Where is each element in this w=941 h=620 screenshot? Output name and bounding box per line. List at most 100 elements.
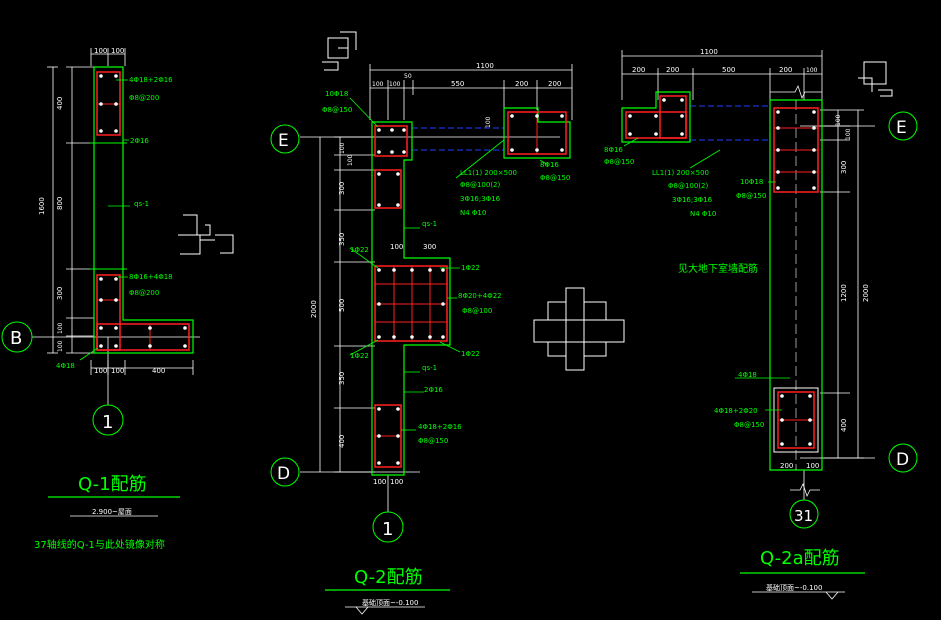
q2a-note: 见大地下室墙配筋 bbox=[678, 262, 758, 275]
q2a-axis-31-label: 31 bbox=[794, 507, 813, 525]
q2a-rebar-dots bbox=[628, 98, 816, 446]
center-plan-symbol-icon bbox=[533, 287, 625, 371]
q2-left-bar2: 1Φ22 bbox=[350, 352, 369, 360]
q1-title: Q-1配筋 bbox=[78, 474, 147, 495]
q2-elev-marker-icon bbox=[355, 606, 369, 615]
q2-dim-left-2: 100 bbox=[347, 154, 354, 166]
q1-dim-bottom-1: 100 bbox=[94, 367, 107, 375]
q2a-dim-bottom-2: 100 bbox=[806, 462, 819, 470]
q1-lower-stirrup: Φ8@200 bbox=[129, 289, 159, 297]
q2-dim-left-6: 350 bbox=[338, 372, 346, 385]
q2-right-stirrup: Φ8@150 bbox=[540, 174, 570, 182]
q1-dim-left-1: 400 bbox=[56, 97, 64, 110]
q2-mid-ties bbox=[375, 266, 447, 341]
q2a-dim-right-4: 1200 bbox=[840, 284, 848, 302]
q2-dim-top-2: 100 bbox=[389, 81, 401, 88]
q2a-wall-outline bbox=[769, 99, 823, 471]
q2-side-bar: 2Φ16 bbox=[424, 386, 443, 394]
q2-axis-e-bubble bbox=[270, 124, 300, 154]
q2a-beam-bars: 3Φ16;3Φ16 bbox=[672, 196, 713, 204]
q1-dim-top-2: 100 bbox=[111, 47, 124, 55]
q2-dim-left-7: 400 bbox=[338, 435, 346, 448]
q1-dim-left-4: 100 bbox=[57, 322, 64, 334]
q2-right-bar: 8Φ16 bbox=[540, 161, 559, 169]
q2-right-end-outline bbox=[503, 107, 571, 159]
q2a-dim-right-2: 100 bbox=[845, 128, 852, 140]
q2-axis-e-label: E bbox=[278, 131, 289, 151]
q1-elevation: 2.900~屋面 bbox=[92, 508, 132, 516]
q2-left-bar: 1Φ22 bbox=[350, 246, 369, 254]
q2-texts: 100 100 50 550 200 200 1100 10Φ18 Φ8@150… bbox=[277, 62, 570, 607]
q2a-axis-d-bubble bbox=[888, 443, 918, 473]
q2a-break-top-icon bbox=[770, 84, 822, 100]
q2a-beam-n: N4 Φ10 bbox=[690, 210, 716, 218]
q2a-bot-bar: 4Φ18 bbox=[738, 371, 757, 379]
q2-elevation: 基础顶面~-0.100 bbox=[362, 598, 418, 607]
q2a-dim-top-2: 200 bbox=[666, 66, 679, 74]
q1-top-stirrup: Φ8@200 bbox=[129, 94, 159, 102]
q2-left-stirrup: 10Φ18 bbox=[325, 90, 348, 98]
q2-wall-tag: qs-1 bbox=[422, 220, 437, 228]
q2-top-stirrup bbox=[374, 125, 408, 157]
q2-beam-bars: 3Φ16;3Φ16 bbox=[460, 195, 501, 203]
q2-wall-tag2: qs-1 bbox=[422, 364, 437, 372]
q2a-axis-d-label: D bbox=[896, 450, 909, 470]
q2a-dim-right-1: 100 bbox=[835, 114, 842, 126]
q2-beam-stirrup: Φ8@100(2) bbox=[460, 181, 501, 189]
q2-dim-left-5: 500 bbox=[338, 299, 346, 312]
q2-dim-total: 1100 bbox=[476, 62, 494, 70]
q2-title: Q-2配筋 bbox=[354, 567, 423, 588]
q2-mid-rebar: 8Φ20+4Φ22 bbox=[458, 292, 502, 300]
q2a-left-stirrup2 bbox=[659, 95, 687, 139]
q1-dim-left-2: 800 bbox=[56, 197, 64, 210]
q2a-right-stirrup: Φ8@150 bbox=[736, 192, 766, 200]
q2a-left-end-outline bbox=[621, 91, 691, 143]
q2-section-symbol-icon bbox=[322, 31, 357, 71]
q1-dim-top-1: 100 bbox=[94, 47, 107, 55]
q2a-dim-right-3: 300 bbox=[840, 161, 848, 174]
q2a-dim-right-5: 400 bbox=[840, 419, 848, 432]
q2-low-rebar: 4Φ18+2Φ16 bbox=[418, 423, 462, 431]
q1-dim-bottom-2: 100 bbox=[111, 367, 124, 375]
q1-dim-left-3: 300 bbox=[56, 287, 64, 300]
q1-dim-total: 1600 bbox=[38, 197, 46, 215]
q2-dim-left-1: 100 bbox=[339, 142, 346, 154]
q2-rebar-dots bbox=[377, 114, 564, 465]
q2-axis-d-bubble bbox=[270, 457, 300, 487]
q2-axis-1-label: 1 bbox=[382, 519, 393, 540]
q2-dim-top-4: 550 bbox=[451, 80, 464, 88]
q1-side-bar: 2Φ16 bbox=[130, 137, 149, 145]
q1-leaders bbox=[79, 79, 130, 361]
q2-mid-stirrup: Φ8@100 bbox=[462, 307, 492, 315]
q2-axis-1-bubble bbox=[372, 511, 404, 543]
q2-bot-bar: 1Φ22 bbox=[461, 350, 480, 358]
q2-left-stirrup2: Φ8@150 bbox=[322, 106, 352, 114]
q2-dim-300: 300 bbox=[423, 243, 436, 251]
q2-beam-label: LL1(1) 200×500 bbox=[460, 169, 517, 177]
q2-dim-top-5: 200 bbox=[515, 80, 528, 88]
q2-dim-top-1: 100 bbox=[372, 81, 384, 88]
q2a-beam-stirrup: Φ8@100(2) bbox=[668, 182, 709, 190]
q2a-top-ties bbox=[774, 127, 818, 173]
q2a-break-bottom-icon bbox=[790, 482, 820, 498]
q2a-left-stirrup: Φ8@150 bbox=[604, 158, 634, 166]
q2-detail bbox=[270, 31, 573, 615]
q2-dim-top-3: 50 bbox=[404, 73, 412, 80]
q2a-dim-top-1: 200 bbox=[632, 66, 645, 74]
q2a-right-bar: 10Φ18 bbox=[740, 178, 763, 186]
q2a-elevation: 基础顶面~-0.100 bbox=[766, 583, 822, 592]
q1-section-symbol-icon bbox=[178, 214, 234, 255]
q2a-bot-rebar: 4Φ18+2Φ20 bbox=[714, 407, 758, 415]
q1-dim-bottom-3: 400 bbox=[152, 367, 165, 375]
q1-top-rebar: 4Φ18+2Φ16 bbox=[129, 76, 173, 84]
q2a-dim-top-5: 100 bbox=[806, 67, 818, 74]
q2-upper-stirrup bbox=[374, 169, 402, 209]
q2a-leaders bbox=[623, 137, 790, 411]
q2a-dim-bottom-1: 200 bbox=[780, 462, 793, 470]
q2a-elev-marker-icon bbox=[825, 591, 839, 600]
q2-leaders bbox=[349, 97, 549, 431]
q2a-texts: 1100 200 200 500 200 100 8Φ16 Φ8@150 LL1… bbox=[604, 48, 909, 592]
q2-dim-top-6: 200 bbox=[548, 80, 561, 88]
q1-axis-1-label: 1 bbox=[102, 412, 113, 433]
q2-dim-bottom-1: 100 bbox=[373, 478, 386, 486]
